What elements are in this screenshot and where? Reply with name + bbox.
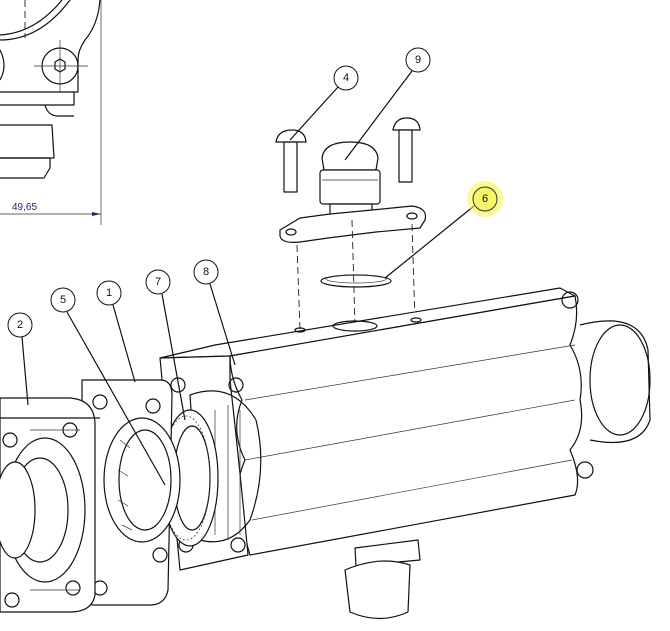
balloon-2[interactable]: 2 xyxy=(7,312,33,338)
balloon-6-highlighted[interactable]: 6 xyxy=(467,181,503,217)
balloon-4[interactable]: 4 xyxy=(333,65,359,91)
flange-part xyxy=(279,205,427,243)
balloon-1[interactable]: 1 xyxy=(96,280,122,306)
balloon-9[interactable]: 9 xyxy=(405,47,431,73)
balloon-5[interactable]: 5 xyxy=(50,287,76,313)
balloon-label: 6 xyxy=(482,193,488,205)
cylinder-body xyxy=(159,287,651,620)
balloon-label: 5 xyxy=(60,294,66,306)
dimension-label: 49,65 xyxy=(12,202,37,213)
balloon-label: 9 xyxy=(415,54,421,66)
balloon-label: 8 xyxy=(203,266,209,278)
balloon-8[interactable]: 8 xyxy=(193,259,219,285)
housing-part xyxy=(0,397,100,613)
balloon-label: 2 xyxy=(17,319,23,331)
plate-part xyxy=(81,379,181,606)
leader-lines xyxy=(21,70,475,486)
detail-view: 49,65 xyxy=(0,0,102,225)
screw-part xyxy=(275,117,421,193)
balloon-label: 7 xyxy=(155,276,161,288)
balloon-label: 4 xyxy=(343,72,349,84)
balloon-label: 1 xyxy=(106,287,112,299)
balloon-7[interactable]: 7 xyxy=(145,269,171,295)
